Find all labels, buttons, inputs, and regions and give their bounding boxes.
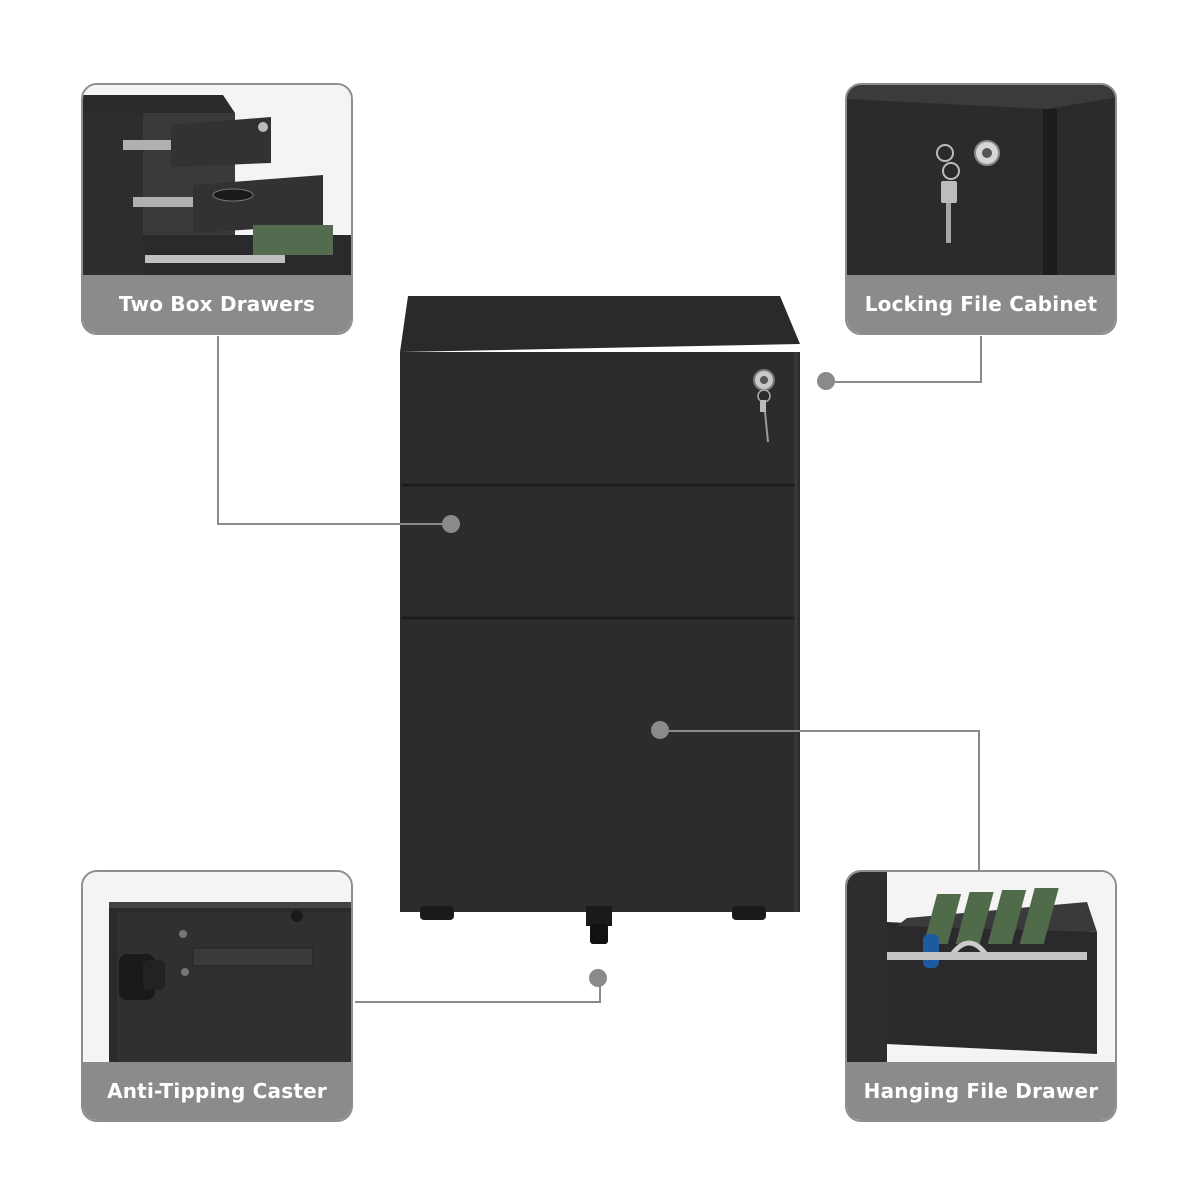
filing-cabinet-image: [400, 296, 800, 944]
lock-icon: [753, 369, 775, 443]
callout-label: Anti-Tipping Caster: [83, 1062, 351, 1120]
dot-top-drawer: [442, 515, 460, 533]
callout-anti-tipping-caster: Anti-Tipping Caster: [81, 870, 353, 1122]
connector-top-left: [217, 336, 451, 525]
dot-caster: [589, 969, 607, 987]
connector-top-right: [828, 336, 982, 383]
callout-locking-file-cabinet: Locking File Cabinet: [845, 83, 1117, 335]
connector-bottom-left: [355, 979, 601, 1003]
connector-bottom-right: [662, 730, 980, 870]
dot-lock: [817, 372, 835, 390]
lock-key-photo: [847, 85, 1115, 277]
callout-label: Hanging File Drawer: [847, 1062, 1115, 1120]
caster-photo: [83, 872, 351, 1064]
callout-two-box-drawers: Two Box Drawers: [81, 83, 353, 335]
caster-wheels: [420, 906, 766, 944]
callout-hanging-file-drawer: Hanging File Drawer: [845, 870, 1117, 1122]
callout-label: Two Box Drawers: [83, 275, 351, 333]
dot-bottom-drawer: [651, 721, 669, 739]
callout-label: Locking File Cabinet: [847, 275, 1115, 333]
file-drawer-photo: [847, 872, 1115, 1064]
drawers-open-photo: [83, 85, 351, 277]
